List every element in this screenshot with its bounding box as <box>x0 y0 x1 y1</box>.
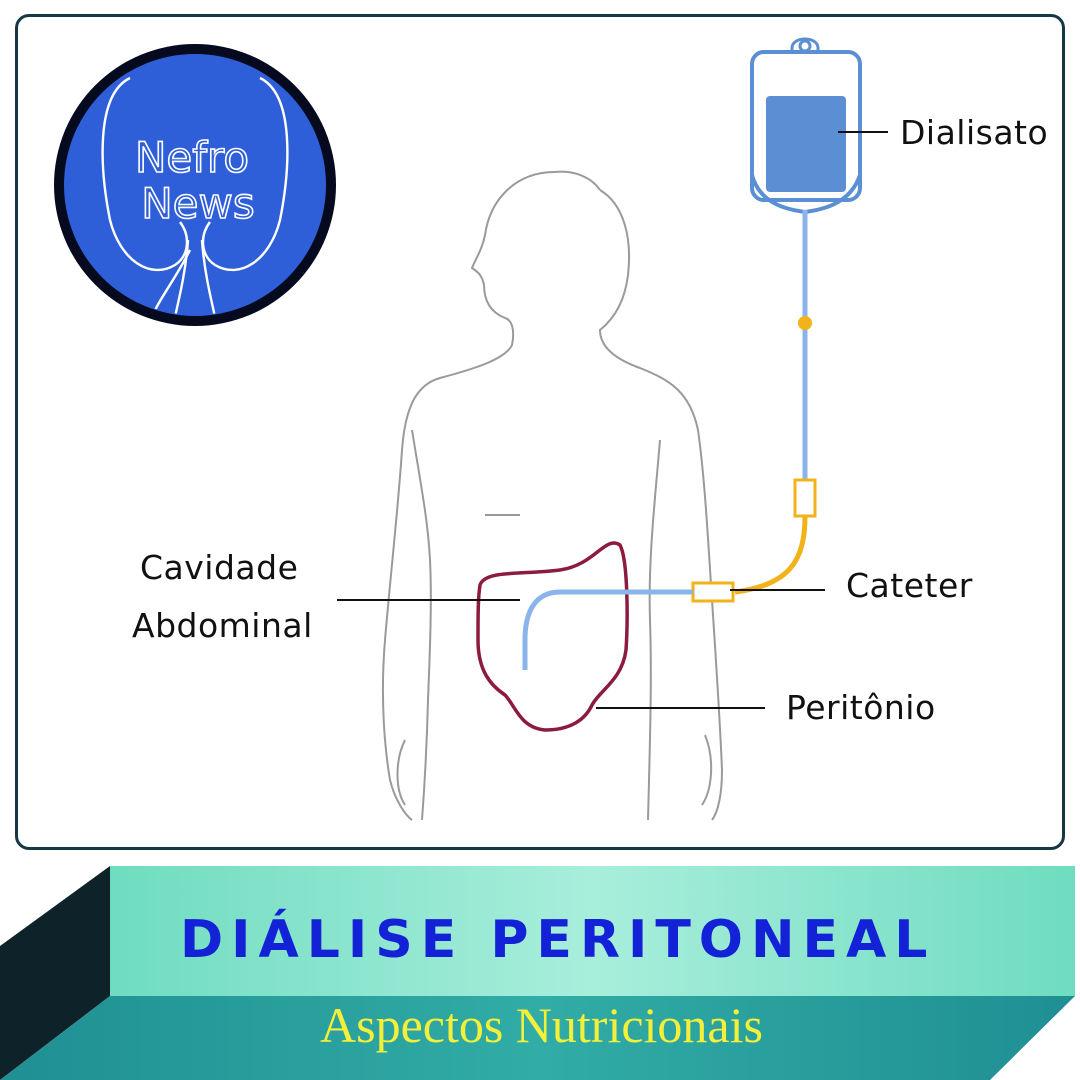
banner-title: DIÁLISE PERITONEAL <box>180 910 936 970</box>
dialysis-tubing <box>522 210 817 670</box>
body-outline <box>381 170 724 821</box>
label-peritonio: Peritônio <box>786 688 936 727</box>
banner-subtitle: Aspectos Nutricionais <box>320 997 763 1053</box>
title-banner <box>0 866 1075 1080</box>
diagram-canvas: Nefro News <box>54 37 888 821</box>
banner-top-band <box>110 866 1075 996</box>
dialysate-bag <box>750 37 862 215</box>
label-dialisato: Dialisato <box>900 113 1049 152</box>
label-cavidade-line2: Abdominal <box>132 606 313 645</box>
logo-line1: Nefro <box>135 133 249 182</box>
banner-shadow <box>0 866 110 1080</box>
label-cavidade-line1: Cavidade <box>140 548 299 587</box>
nefro-news-logo: Nefro News <box>54 44 336 326</box>
kidney-icon <box>101 76 289 315</box>
logo-line2: News <box>141 179 255 228</box>
banner-bottom-band <box>0 996 1075 1080</box>
pointer-lines <box>337 131 888 709</box>
peritoneum-outline <box>476 541 629 732</box>
label-cateter: Cateter <box>846 566 973 605</box>
